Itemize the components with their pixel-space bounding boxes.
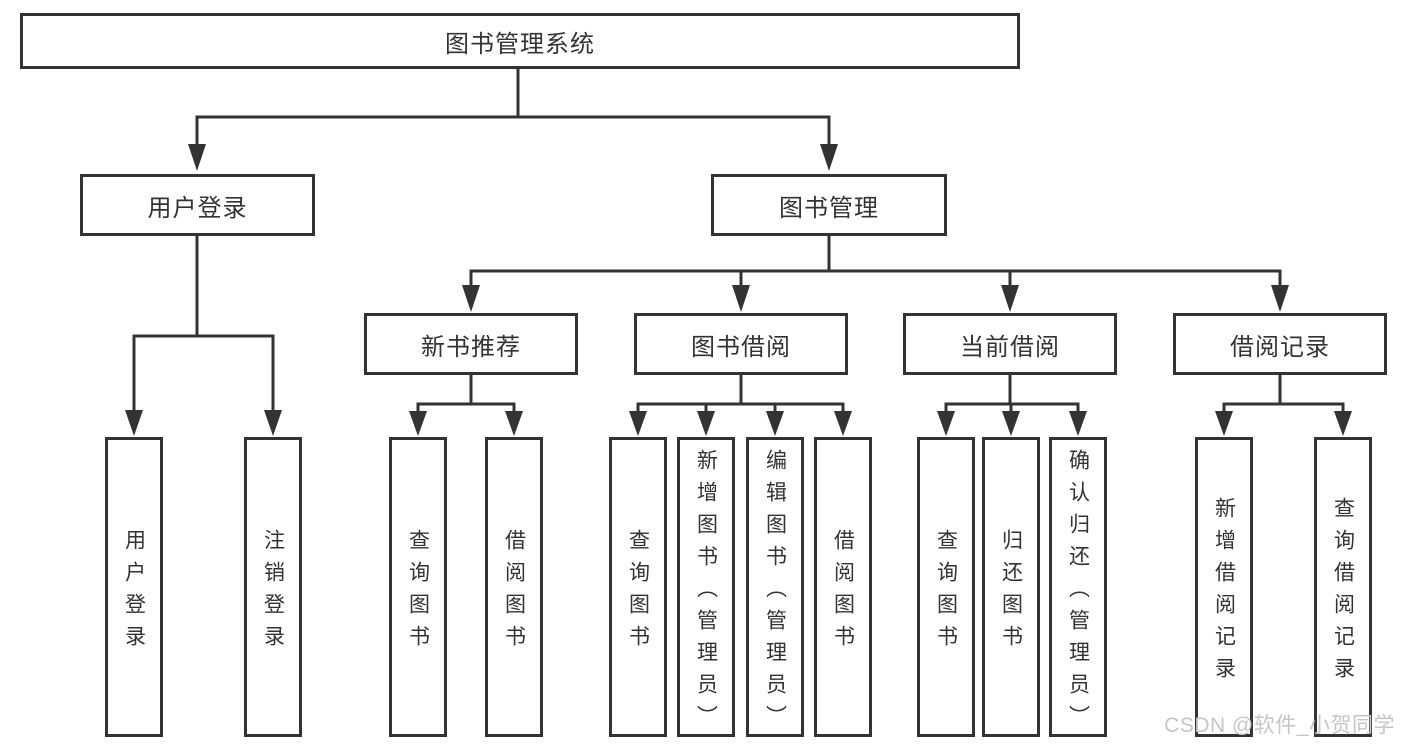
leaf-label: 借阅图书 (831, 528, 855, 657)
csdn-watermark: CSDN @软件_小贺同学 (1164, 714, 1395, 737)
leaf-label: 查询借阅记录 (1331, 496, 1355, 689)
leaf-nb-query-books: 查询图书 (389, 437, 447, 737)
node-new-book-recommend: 新书推荐 (364, 313, 578, 375)
leaf-cb-confirm-return-admin: 确认归还（管理员） (1049, 437, 1107, 737)
arrowheads (125, 144, 1352, 436)
node-borrow-records: 借阅记录 (1173, 313, 1387, 375)
leaf-label: 注销登录 (261, 528, 285, 657)
leaf-br-query-record: 查询借阅记录 (1314, 437, 1372, 737)
leaf-cb-query-books: 查询图书 (917, 437, 975, 737)
leaf-user-login: 用户登录 (105, 437, 163, 737)
node-root: 图书管理系统 (20, 13, 1020, 69)
leaf-label: 查询图书 (406, 528, 430, 657)
node-book-borrow: 图书借阅 (634, 313, 848, 375)
leaf-br-add-record: 新增借阅记录 (1195, 437, 1253, 737)
leaf-label: 编辑图书（管理员） (763, 448, 787, 737)
leaf-bb-borrow-books: 借阅图书 (814, 437, 872, 737)
leaf-logout: 注销登录 (244, 437, 302, 737)
leaf-cb-return-books: 归还图书 (982, 437, 1040, 737)
leaf-nb-borrow-books: 借阅图书 (485, 437, 543, 737)
leaf-label: 查询图书 (934, 528, 958, 657)
leaf-bb-edit-books-admin: 编辑图书（管理员） (746, 437, 804, 737)
leaf-label: 确认归还（管理员） (1066, 448, 1090, 737)
leaf-label: 新增借阅记录 (1212, 496, 1236, 689)
leaf-label: 查询图书 (626, 528, 650, 657)
node-book-management: 图书管理 (711, 174, 947, 236)
leaf-bb-add-books-admin: 新增图书（管理员） (677, 437, 735, 737)
node-current-borrow: 当前借阅 (903, 313, 1117, 375)
node-user-login: 用户登录 (80, 174, 315, 236)
leaf-label: 归还图书 (999, 528, 1023, 657)
leaf-bb-query-books: 查询图书 (609, 437, 667, 737)
leaf-label: 用户登录 (122, 528, 146, 657)
leaf-label: 新增图书（管理员） (694, 448, 718, 737)
leaf-label: 借阅图书 (502, 528, 526, 657)
